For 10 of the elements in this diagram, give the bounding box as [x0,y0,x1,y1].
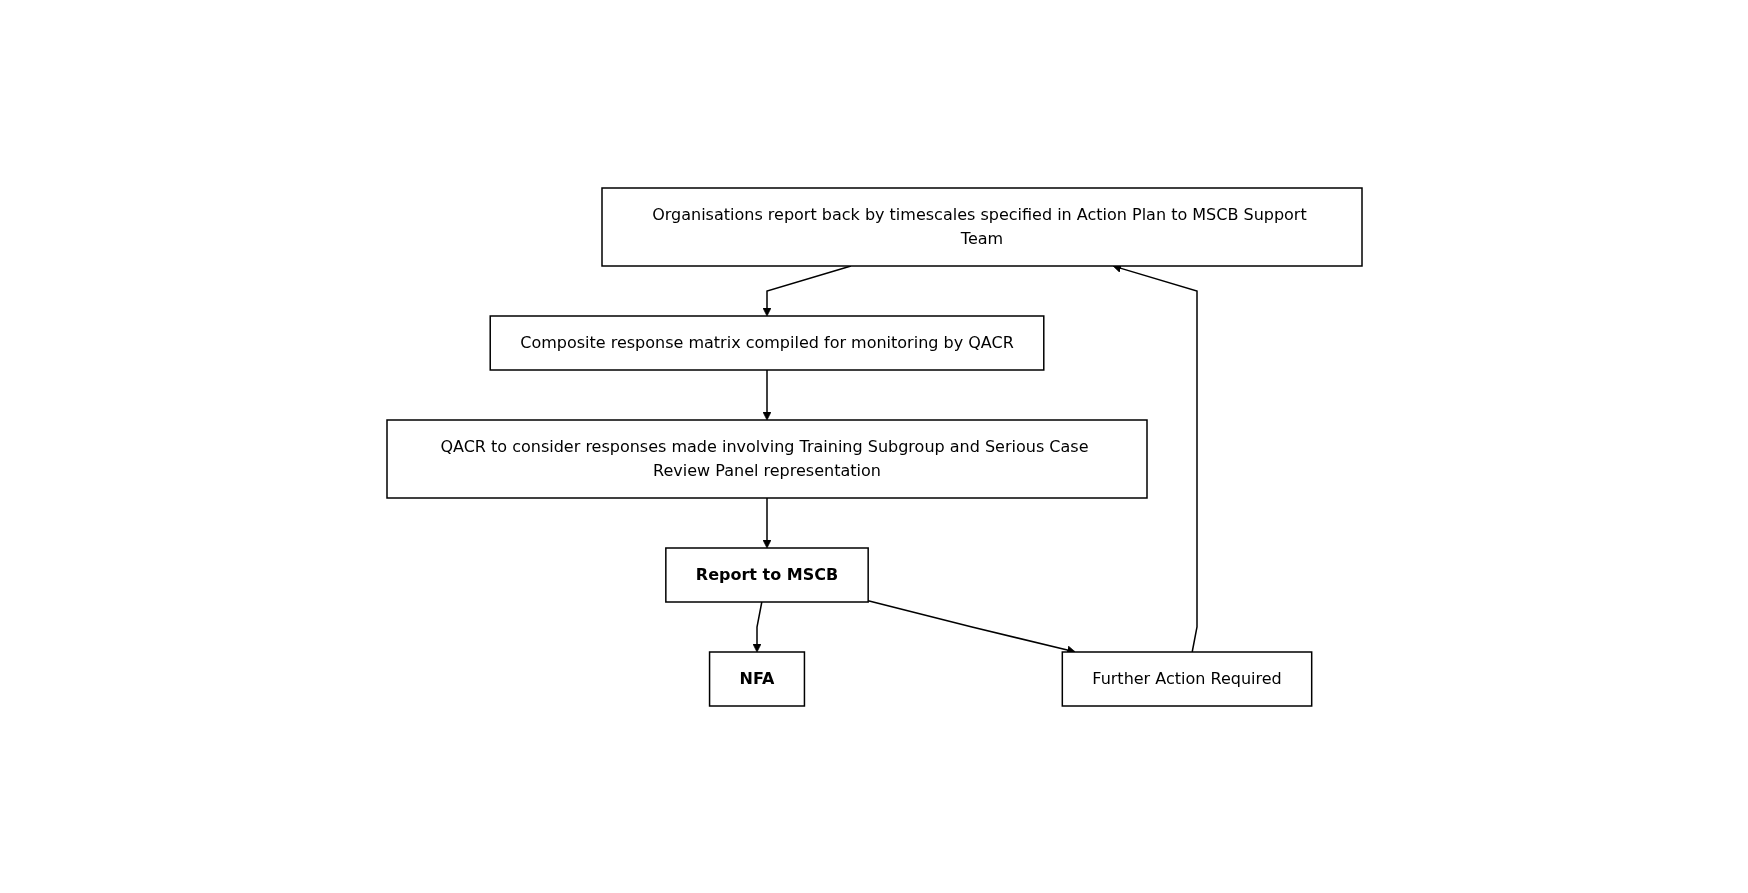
arrow [752,600,763,652]
arrow [762,496,771,548]
node-box: Further Action Required [1061,650,1312,707]
arrow [762,264,852,316]
node-box: NFA [708,650,805,707]
node-box: QACR to consider responses made involving Training Subgroup and Serious Case Review Panel representation [385,418,1148,499]
arrow [762,368,771,420]
node-box: Report to MSCB [664,546,869,603]
node-box: Composite response matrix compiled for monitoring by QACR [488,314,1045,371]
node-box: Organisations report back by timescales specified in Action Plan to MSCB Support Team [600,186,1363,267]
